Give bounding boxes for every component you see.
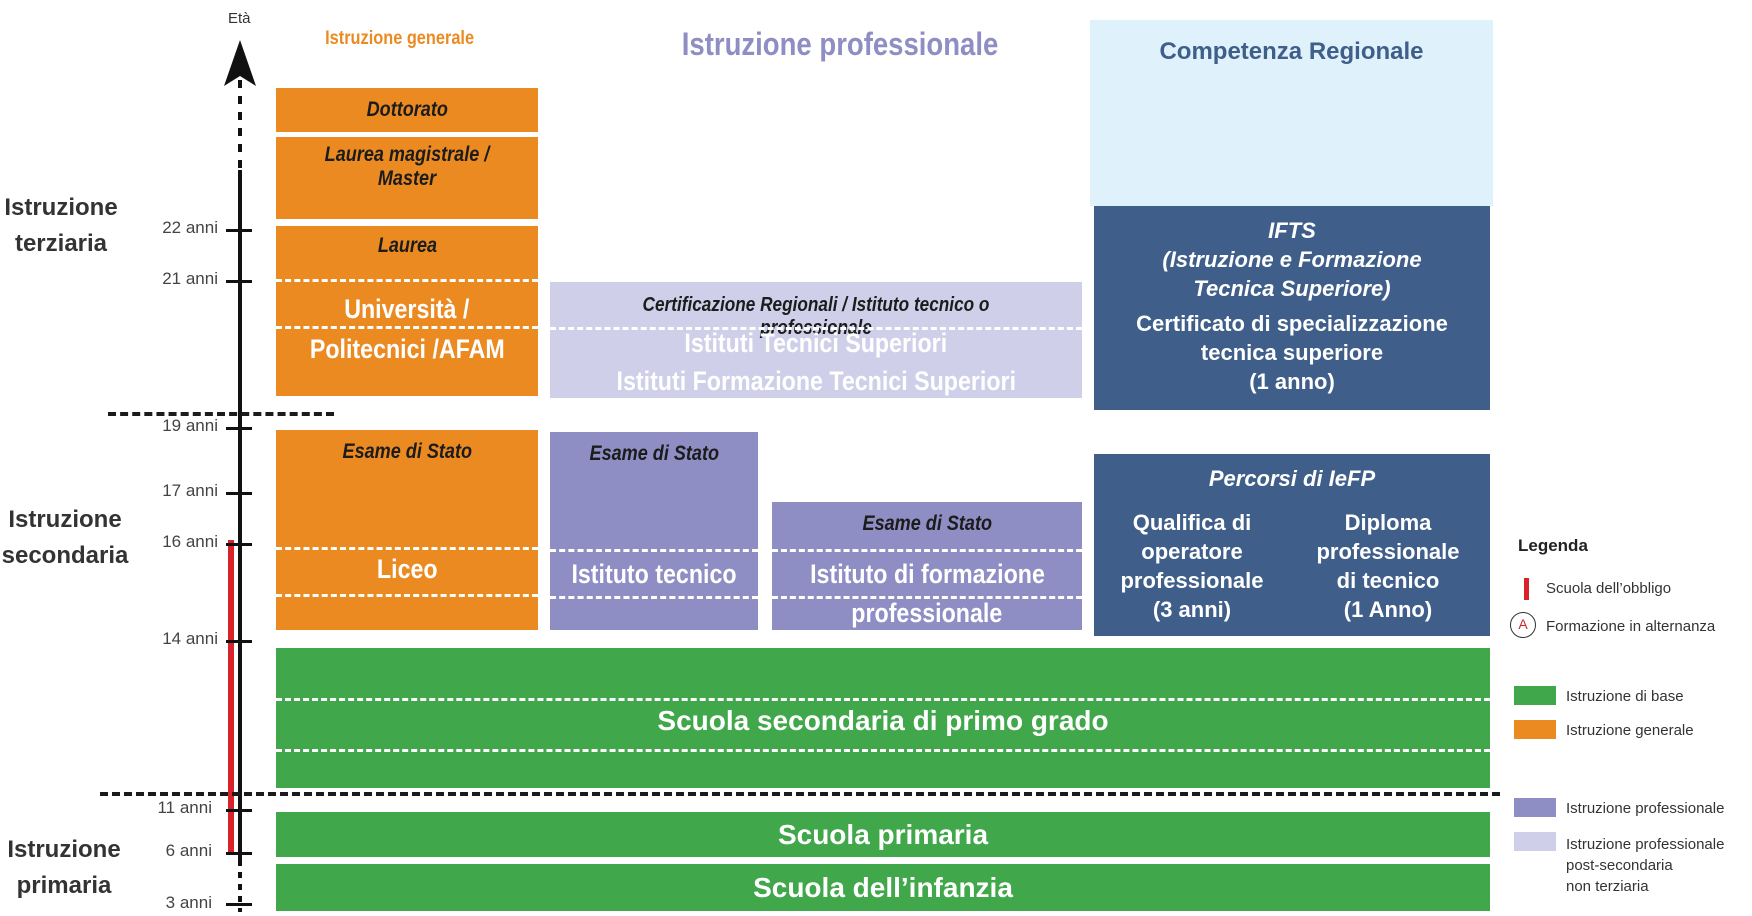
secondary-first-label: Scuola secondaria di primo grado (657, 705, 1109, 736)
block-doctorate: Dottorato (276, 88, 538, 132)
block-vocational: Esame di Stato Istituto di formazione pr… (772, 502, 1082, 630)
legend: Legenda Scuola dell’obbligo A Formazione… (1510, 536, 1750, 906)
block-primary: Scuola primaria (276, 812, 1490, 857)
legend-professional-label: Istruzione professionale (1566, 800, 1725, 817)
laurea-label: Laurea (377, 234, 437, 257)
age-axis-arrow (224, 40, 256, 912)
age-label-21: 21 anni (162, 269, 218, 288)
age-label-14: 14 anni (162, 629, 218, 648)
liceo-label: Liceo (376, 554, 438, 584)
block-secondary-first: Scuola secondaria di primo grado (276, 648, 1490, 788)
level-secondary-line2: secondaria (1, 542, 129, 569)
ifts-box: IFTS (Istruzione e Formazione Tecnica Su… (1094, 206, 1490, 410)
its-label: Istituti Tecnici Superiori (684, 328, 948, 358)
age-axis-label: Età (228, 10, 251, 27)
primary-label: Scuola primaria (777, 818, 989, 850)
level-primary-line2: primaria (16, 872, 112, 899)
vocational-label-1: Istituto di formazione (809, 559, 1045, 589)
age-tick-22 (226, 229, 252, 232)
level-primary: Istruzione primaria (0, 832, 128, 904)
block-postsecondary: Certificazione Regionali / Istituto tecn… (550, 282, 1082, 398)
iefp-left: Qualifica di operatore professionale (3 … (1120, 510, 1264, 622)
age-tick-6 (226, 852, 252, 855)
legend-obligation-swatch (1524, 578, 1529, 600)
iefp-box: Percorsi di IeFP Qualifica di operatore … (1094, 454, 1490, 636)
ifts-label: Istituti Formazione Tecnici Superiori (616, 366, 1016, 396)
legend-general-label: Istruzione generale (1566, 722, 1694, 739)
level-tertiary-line1: Istruzione (4, 194, 118, 221)
ifts-title-1: IFTS (1268, 218, 1316, 243)
age-tick-19 (226, 427, 252, 430)
legend-alternance-icon: A (1510, 612, 1536, 638)
age-label-3: 3 anni (165, 893, 212, 912)
university-label-1: Università / (344, 294, 470, 324)
block-infancy: Scuola dell’infanzia (276, 864, 1490, 911)
vocational-label-2: professionale (851, 598, 1003, 628)
legend-alternance-label: Formazione in alternanza (1546, 618, 1716, 635)
divider-tertiary (108, 412, 334, 416)
age-tick-11 (226, 809, 252, 812)
header-professional: Istruzione professionale (681, 26, 999, 62)
ifts-body-3: (1 anno) (1249, 369, 1335, 394)
divider-primary (100, 792, 1500, 796)
liceo-esame-label: Esame di Stato (342, 440, 472, 463)
legend-postsecondary-swatch (1514, 832, 1556, 851)
age-label-22: 22 anni (162, 218, 218, 237)
age-tick-16 (226, 543, 252, 546)
age-tick-14 (226, 640, 252, 643)
infancy-label: Scuola dell’infanzia (753, 871, 1013, 903)
age-label-6: 6 anni (165, 841, 212, 860)
ifts-title-2: (Istruzione e Formazione (1162, 247, 1422, 272)
legend-obligation-label: Scuola dell’obbligo (1546, 580, 1672, 597)
header-regional: Competenza Regionale (1159, 38, 1424, 65)
vocational-esame-label: Esame di Stato (862, 512, 992, 535)
age-tick-21 (226, 280, 252, 283)
technical-esame-label: Esame di Stato (589, 442, 719, 465)
block-master: Laurea magistrale / Master (276, 137, 538, 219)
block-liceo: Esame di Stato Liceo (276, 430, 538, 630)
obligation-line (228, 540, 234, 852)
block-technical: Esame di Stato Istituto tecnico (550, 432, 758, 630)
legend-base-swatch (1514, 686, 1556, 705)
block-university: Laurea Università / Politecnici /AFAM (276, 226, 538, 396)
age-label-11: 11 anni (157, 798, 212, 817)
regional-panel: Competenza Regionale (1090, 20, 1493, 206)
age-tick-3 (226, 903, 252, 906)
level-secondary: Istruzione secondaria (0, 502, 130, 574)
iefp-title: Percorsi di IeFP (1208, 466, 1376, 491)
age-tick-17 (226, 492, 252, 495)
ifts-body-2: tecnica superiore (1200, 340, 1384, 365)
level-tertiary: Istruzione terziaria (0, 190, 122, 262)
technical-label: Istituto tecnico (571, 559, 737, 589)
legend-professional-swatch (1514, 798, 1556, 817)
level-primary-line1: Istruzione (7, 836, 121, 863)
legend-postsecondary-label: Istruzione professionale post-secondaria… (1566, 836, 1725, 895)
age-label-19: 19 anni (162, 416, 218, 435)
header-general: Istruzione generale (325, 28, 475, 49)
legend-general-swatch (1514, 720, 1556, 739)
ifts-body-1: Certificato di specializzazione (1136, 311, 1448, 336)
level-tertiary-line2: terziaria (14, 230, 108, 257)
level-secondary-line1: Istruzione (8, 506, 122, 533)
legend-base-label: Istruzione di base (1566, 688, 1684, 705)
age-label-16: 16 anni (162, 532, 218, 551)
iefp-right: Diploma professionale di tecnico (1 Anno… (1316, 510, 1460, 622)
legend-title: Legenda (1518, 536, 1588, 555)
ifts-title-3: Tecnica Superiore) (1193, 276, 1391, 301)
age-label-17: 17 anni (162, 481, 218, 500)
university-label-2: Politecnici /AFAM (309, 334, 505, 364)
